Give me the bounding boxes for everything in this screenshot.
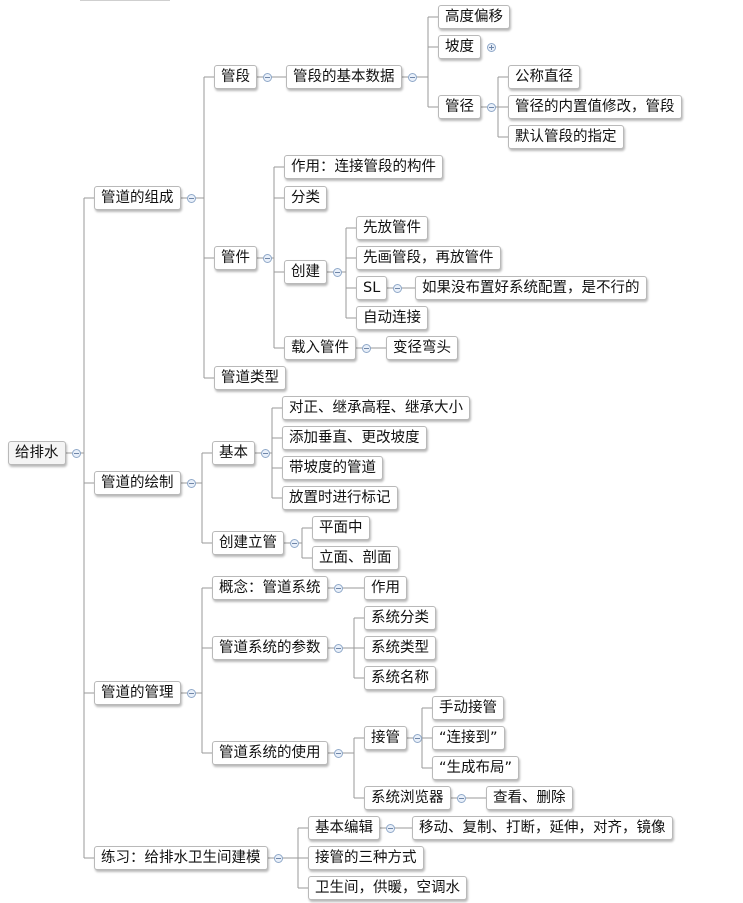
topic-管道系统的使用[interactable]: 管道系统的使用 bbox=[212, 741, 328, 765]
topic-系统名称[interactable]: 系统名称 bbox=[364, 666, 436, 690]
topic-连接到[interactable]: “连接到” bbox=[432, 726, 505, 750]
topic-SL[interactable]: SL bbox=[356, 276, 388, 300]
collapse-icon[interactable] bbox=[261, 449, 270, 458]
topic-分类[interactable]: 分类 bbox=[284, 186, 327, 210]
collapse-icon[interactable] bbox=[187, 194, 196, 203]
topic-基本[interactable]: 基本 bbox=[212, 441, 255, 465]
topic-创建[interactable]: 创建 bbox=[284, 260, 327, 284]
topic-管段[interactable]: 管段 bbox=[214, 65, 257, 89]
topic-默认管段的指定[interactable]: 默认管段的指定 bbox=[508, 125, 624, 149]
topic-带坡度的管道[interactable]: 带坡度的管道 bbox=[282, 456, 383, 480]
collapse-icon[interactable] bbox=[393, 284, 402, 293]
topic-概念-管道系统[interactable]: 概念：管道系统 bbox=[212, 576, 328, 600]
topic-手动接管[interactable]: 手动接管 bbox=[432, 696, 504, 720]
topic-坡度[interactable]: 坡度 bbox=[438, 35, 481, 59]
topic-管段的基本数据[interactable]: 管段的基本数据 bbox=[286, 65, 402, 89]
collapse-icon[interactable] bbox=[457, 794, 466, 803]
collapse-icon[interactable] bbox=[334, 749, 343, 758]
topic-系统浏览器[interactable]: 系统浏览器 bbox=[364, 786, 451, 810]
collapse-icon[interactable] bbox=[274, 854, 283, 863]
topic-管径的内置值修改-管段[interactable]: 管径的内置值修改，管段 bbox=[508, 95, 682, 119]
topic-添加垂直-更改坡度[interactable]: 添加垂直、更改坡度 bbox=[282, 426, 427, 450]
collapse-icon[interactable] bbox=[386, 824, 395, 833]
topic-管道的管理[interactable]: 管道的管理 bbox=[94, 681, 181, 705]
collapse-icon[interactable] bbox=[187, 479, 196, 488]
topic-高度偏移[interactable]: 高度偏移 bbox=[438, 5, 510, 29]
topic-自动连接[interactable]: 自动连接 bbox=[356, 306, 428, 330]
collapse-icon[interactable] bbox=[290, 539, 299, 548]
topic-作用[interactable]: 作用 bbox=[364, 576, 407, 600]
collapse-icon[interactable] bbox=[413, 734, 422, 743]
topic-先放管件[interactable]: 先放管件 bbox=[356, 216, 428, 240]
topic-基本编辑[interactable]: 基本编辑 bbox=[308, 816, 380, 840]
topic-管道的组成[interactable]: 管道的组成 bbox=[94, 186, 181, 210]
topic-如果没布置好系统配置-是不行的[interactable]: 如果没布置好系统配置，是不行的 bbox=[415, 276, 647, 300]
collapse-icon[interactable] bbox=[362, 344, 371, 353]
topic-管道的绘制[interactable]: 管道的绘制 bbox=[94, 471, 181, 495]
topic-作用-连接管段的构件[interactable]: 作用：连接管段的构件 bbox=[284, 155, 443, 179]
collapse-icon[interactable] bbox=[408, 73, 417, 82]
collapse-icon[interactable] bbox=[187, 689, 196, 698]
topic-管道类型[interactable]: 管道类型 bbox=[214, 366, 286, 390]
topic-公称直径[interactable]: 公称直径 bbox=[508, 65, 580, 89]
collapse-icon[interactable] bbox=[263, 73, 272, 82]
expand-icon[interactable] bbox=[487, 43, 496, 52]
collapse-icon[interactable] bbox=[333, 268, 342, 277]
topic-系统分类[interactable]: 系统分类 bbox=[364, 606, 436, 630]
topic-载入管件[interactable]: 载入管件 bbox=[284, 336, 356, 360]
topic-创建立管[interactable]: 创建立管 bbox=[212, 531, 284, 555]
collapse-icon[interactable] bbox=[334, 644, 343, 653]
topic-管道系统的参数[interactable]: 管道系统的参数 bbox=[212, 636, 328, 660]
top-divider bbox=[80, 0, 170, 1]
collapse-icon[interactable] bbox=[334, 584, 343, 593]
topic-卫生间-供暖-空调水[interactable]: 卫生间，供暖，空调水 bbox=[308, 876, 467, 900]
topic-立面-剖面[interactable]: 立面、剖面 bbox=[312, 546, 399, 570]
topic-管径[interactable]: 管径 bbox=[438, 95, 481, 119]
topic-变径弯头[interactable]: 变径弯头 bbox=[386, 336, 458, 360]
topic-先画管段-再放管件[interactable]: 先画管段，再放管件 bbox=[356, 246, 501, 270]
topic-系统类型[interactable]: 系统类型 bbox=[364, 636, 436, 660]
collapse-icon[interactable] bbox=[487, 103, 496, 112]
collapse-icon[interactable] bbox=[263, 254, 272, 263]
topic-移动-复制-打断-延伸-对齐-镜像[interactable]: 移动、复制、打断，延伸，对齐，镜像 bbox=[412, 816, 673, 840]
topic-练习-给排水卫生间建模[interactable]: 练习：给排水卫生间建模 bbox=[94, 846, 268, 870]
topic-接管的三种方式[interactable]: 接管的三种方式 bbox=[308, 846, 424, 870]
root-topic[interactable]: 给排水 bbox=[8, 441, 66, 465]
topic-接管[interactable]: 接管 bbox=[364, 726, 407, 750]
topic-管件[interactable]: 管件 bbox=[214, 246, 257, 270]
topic-平面中[interactable]: 平面中 bbox=[312, 516, 370, 540]
topic-对正-继承高程-继承大小[interactable]: 对正、继承高程、继承大小 bbox=[282, 396, 470, 420]
collapse-icon[interactable] bbox=[72, 449, 81, 458]
topic-放置时进行标记[interactable]: 放置时进行标记 bbox=[282, 486, 398, 510]
topic-查看-删除[interactable]: 查看、删除 bbox=[486, 786, 573, 810]
topic-生成布局[interactable]: “生成布局” bbox=[432, 756, 520, 780]
